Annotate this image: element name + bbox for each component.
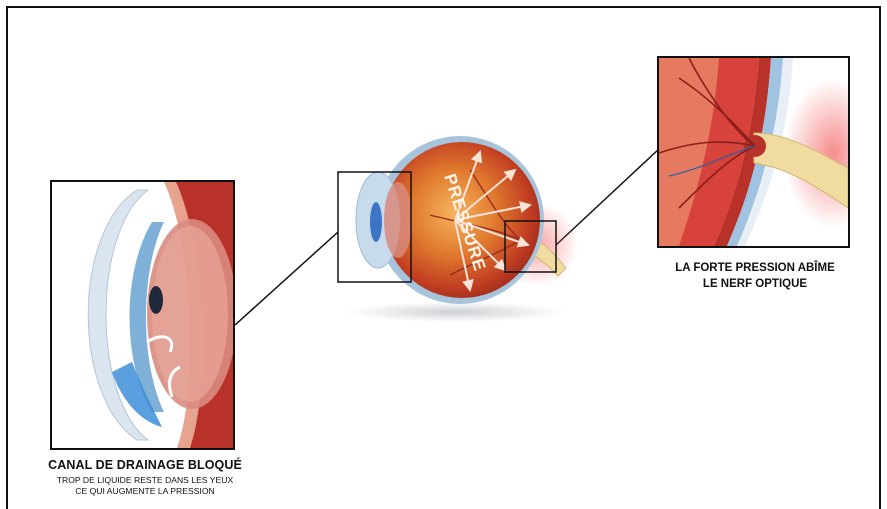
caption-optic-nerve: LA FORTE PRESSION ABÎME LE NERF OPTIQUE [640, 260, 870, 292]
center-iris [370, 202, 382, 242]
caption-optic-nerve-line-1: LA FORTE PRESSION ABÎME [640, 260, 870, 276]
drainage-canal-panel [50, 180, 235, 450]
connector-line-left [235, 232, 338, 325]
drainage-canal-illustration [52, 182, 233, 448]
optic-nerve-panel [657, 56, 850, 248]
caption-drainage-line-2: CE QUI AUGMENTE LA PRESSION [20, 486, 270, 497]
caption-drainage-title: CANAL DE DRAINAGE BLOQUÉ [20, 458, 270, 472]
caption-drainage: CANAL DE DRAINAGE BLOQUÉ TROP DE LIQUIDE… [20, 458, 270, 496]
caption-drainage-line-1: TROP DE LIQUIDE RESTE DANS LES YEUX [20, 475, 270, 486]
eye-shadow [345, 302, 565, 322]
center-lens [384, 182, 412, 258]
caption-optic-nerve-line-2: LE NERF OPTIQUE [640, 276, 870, 292]
optic-nerve-illustration [659, 58, 848, 246]
